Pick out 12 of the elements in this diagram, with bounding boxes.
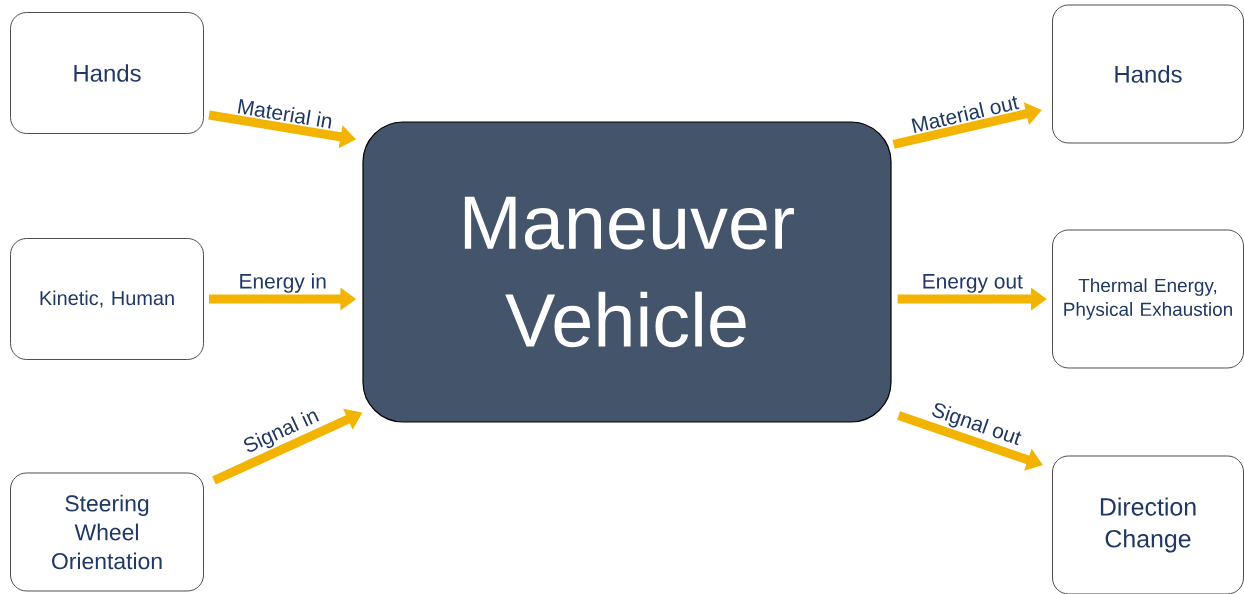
- edge-label: Energy in: [240, 273, 326, 293]
- edge-label: Signal out: [932, 403, 1022, 446]
- edge-label: Energy out: [923, 274, 1023, 293]
- io-box: Kinetic, Human: [10, 238, 204, 360]
- edge-label: Material in: [237, 99, 332, 129]
- io-box: Hands: [10, 12, 204, 134]
- io-box: Thermal Energy, Physical Exhaustion: [1052, 229, 1244, 369]
- process-box: Maneuver Vehicle: [362, 121, 892, 423]
- edge-label: Material out: [911, 95, 1020, 133]
- io-box: Direction Change: [1052, 455, 1244, 594]
- io-box: Hands: [1052, 4, 1244, 144]
- io-box: Steering Wheel Orientation: [10, 472, 204, 592]
